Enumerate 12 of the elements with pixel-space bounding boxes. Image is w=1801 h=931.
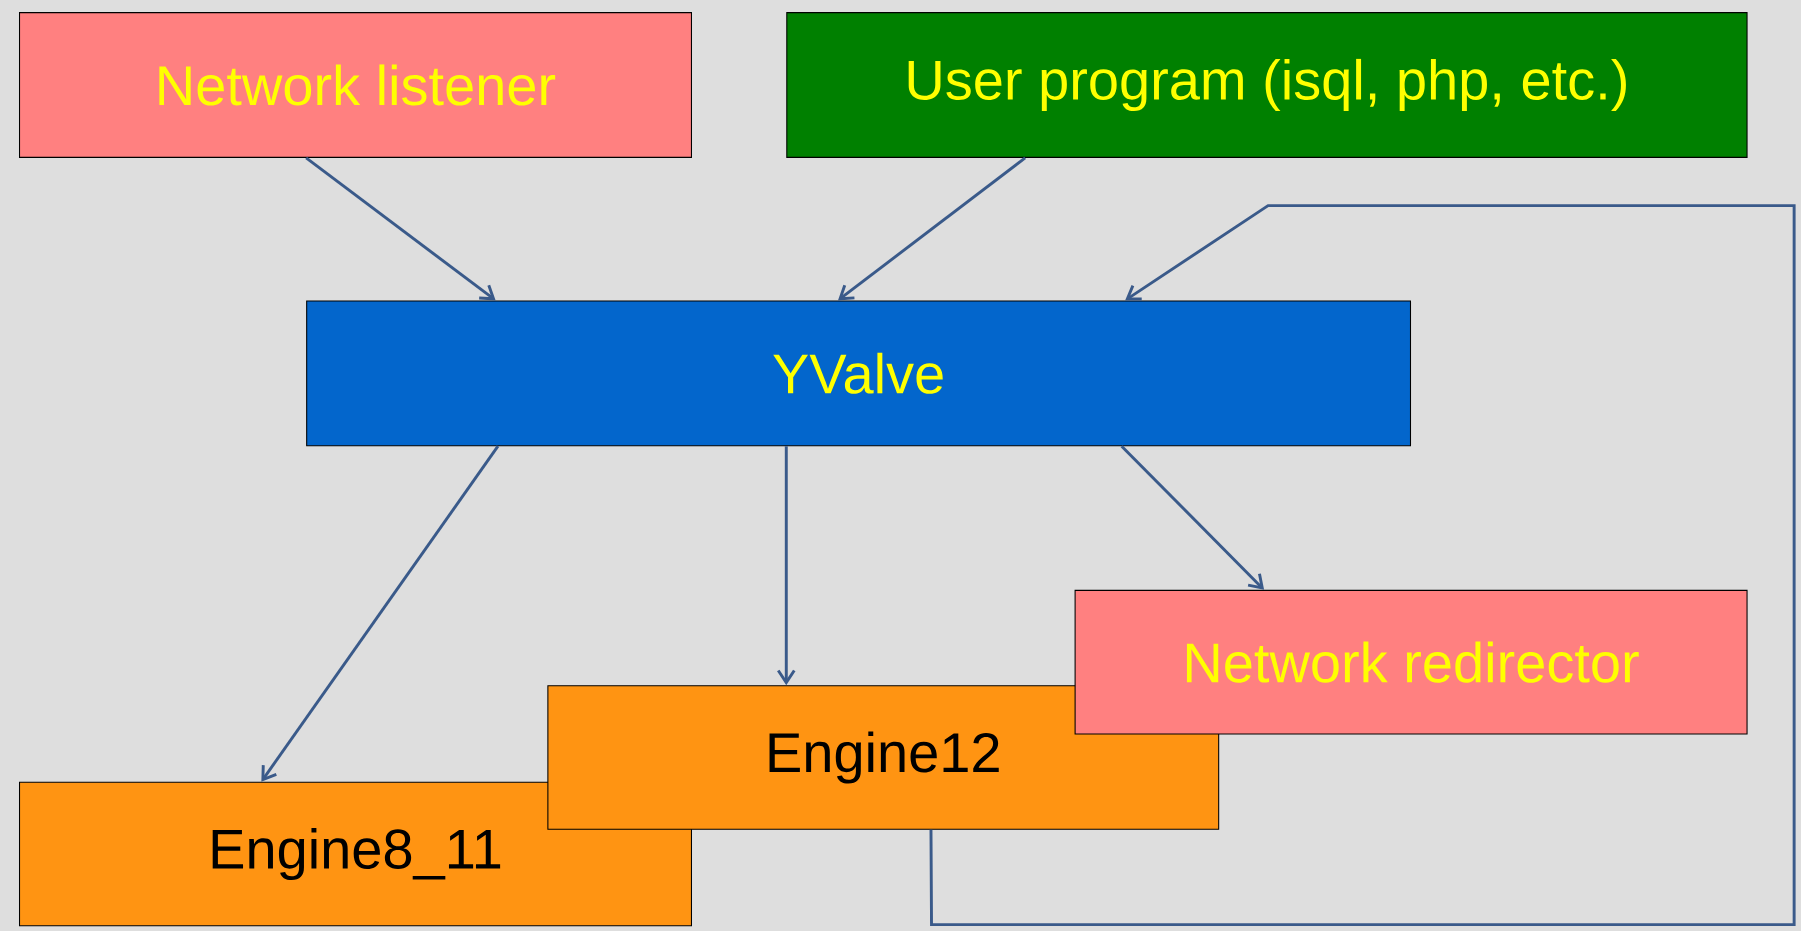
process-box: Engine12: [547, 685, 1220, 830]
arrow: [929, 204, 1796, 927]
arrow: [305, 156, 496, 301]
process-box: Engine8_11: [19, 781, 692, 927]
arrow: [261, 445, 500, 782]
arrow: [1120, 445, 1265, 590]
process-box: User program (isql, php, etc.): [786, 12, 1748, 158]
process-box: Network listener: [19, 12, 692, 158]
arrow: [837, 156, 1027, 301]
arrow: [777, 446, 796, 686]
process-box: YValve: [306, 300, 1412, 447]
process-box: Network redirector: [1074, 589, 1748, 735]
